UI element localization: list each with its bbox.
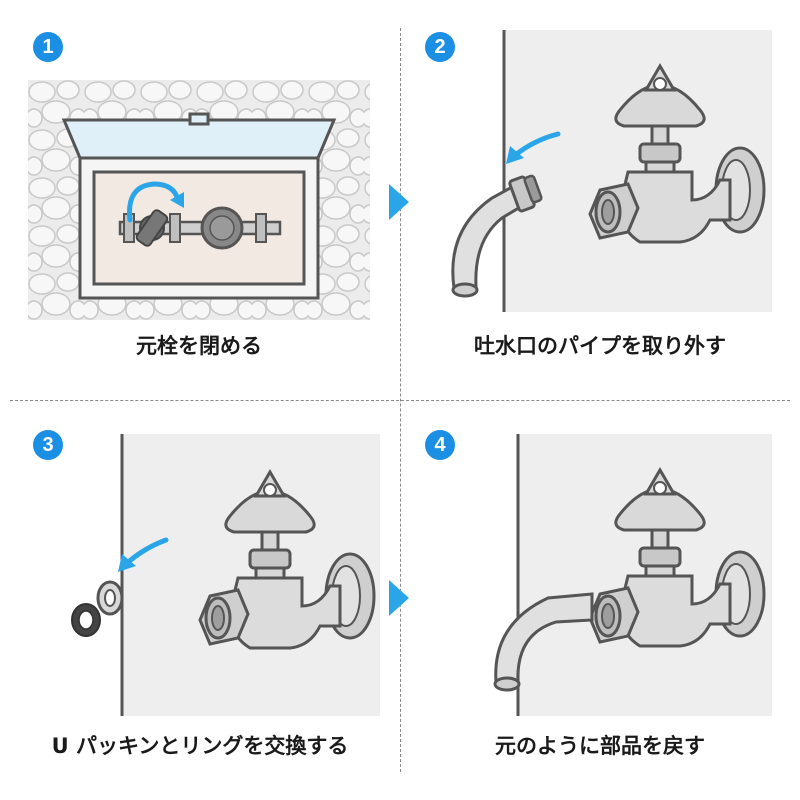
attached-spout-pipe bbox=[494, 592, 594, 684]
metal-ring bbox=[96, 580, 124, 616]
u-packing bbox=[71, 603, 101, 637]
water-meter-box-illustration bbox=[28, 80, 370, 320]
replace-packing-illustration bbox=[71, 434, 380, 716]
reassembled-faucet-illustration bbox=[493, 434, 772, 716]
step-2-panel: 2 吐水口のパイプを取り外す bbox=[400, 0, 800, 400]
step-3-caption: U パッキンとリングを交換する bbox=[51, 734, 349, 758]
rotate-arrow-icon bbox=[127, 181, 181, 223]
step-4-caption: 元のように部品を戻す bbox=[495, 734, 705, 758]
step-arrow-right-top bbox=[389, 184, 409, 220]
step-4-panel: 4 元のように部品を戻す bbox=[400, 400, 800, 800]
horizontal-divider bbox=[10, 400, 790, 401]
step-1-panel: 1 元栓を閉める bbox=[0, 0, 400, 400]
step-1-badge: 1 bbox=[33, 32, 63, 62]
step-4-badge: 4 bbox=[425, 430, 455, 460]
step-1-caption: 元栓を閉める bbox=[136, 334, 262, 358]
step-arrow-right-bottom bbox=[389, 580, 409, 616]
box-lid bbox=[61, 118, 337, 160]
step-3-panel: 3 U パッキンとリングを交換する bbox=[0, 400, 400, 800]
step-3-badge: 3 bbox=[33, 430, 63, 460]
step-2-badge: 2 bbox=[425, 32, 455, 62]
remove-pipe-illustration bbox=[451, 30, 772, 312]
step-2-caption: 吐水口のパイプを取り外す bbox=[474, 334, 726, 358]
